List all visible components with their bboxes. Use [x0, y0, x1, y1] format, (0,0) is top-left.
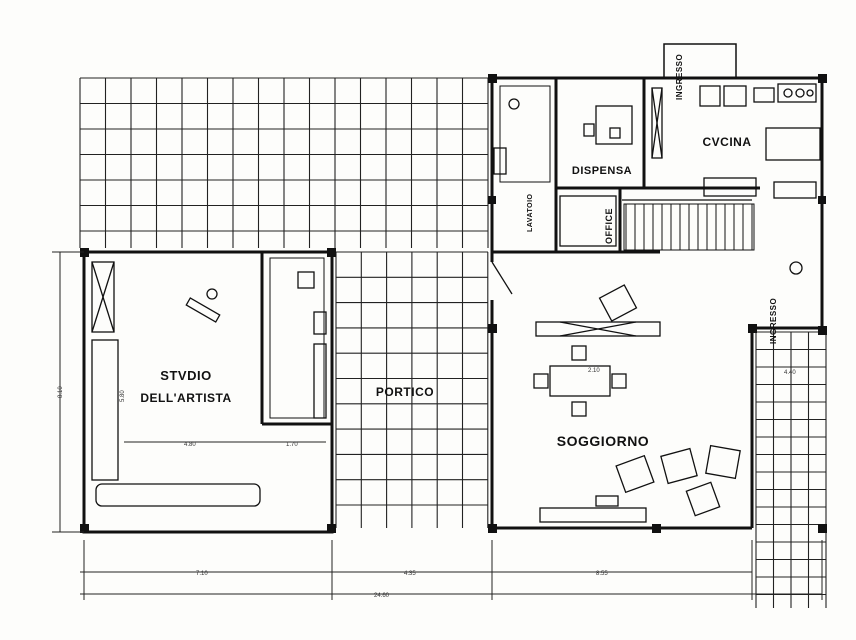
lavatoio-tiles: [499, 85, 551, 183]
kitchen-sink: [723, 85, 747, 107]
easel: [185, 297, 221, 323]
dim-label-left: 8.10: [58, 386, 64, 398]
pillar: [818, 196, 826, 204]
dim-label-studio-inner: 4.80: [184, 442, 196, 448]
pillar: [818, 524, 827, 533]
pillar: [80, 524, 89, 533]
kitchen-table: [765, 127, 821, 161]
pillar: [488, 524, 497, 533]
dim-label-studio: 7.10: [196, 571, 208, 577]
daybed: [95, 483, 261, 507]
pillars: [80, 74, 827, 533]
dim-label-studio-height: 5.80: [120, 390, 126, 402]
kitchen-unit: [703, 177, 757, 197]
stove: [777, 83, 817, 103]
room-label-studio-2: DELL'ARTISTA: [140, 391, 231, 405]
armchair: [705, 444, 741, 480]
office-counter: [559, 195, 617, 247]
pillar: [80, 248, 89, 257]
paving-grids: [79, 77, 827, 608]
portico-paving: [335, 251, 489, 528]
dim-label-total: 24.60: [374, 593, 390, 599]
dim-label-table: 2.10: [588, 368, 600, 374]
stair-outline: [623, 203, 755, 251]
pillar: [488, 324, 497, 333]
chair: [533, 373, 549, 389]
drain: [508, 98, 520, 110]
sideboard: [535, 321, 661, 337]
service-furniture: [493, 83, 821, 275]
wall-cabinet: [91, 339, 119, 481]
counter: [753, 87, 775, 103]
pillar: [488, 74, 497, 83]
toilet: [313, 311, 327, 335]
sink: [493, 147, 507, 175]
pillar: [327, 248, 336, 257]
room-label-soggiorno: SOGGIORNO: [557, 433, 649, 449]
studio-wall: [82, 250, 334, 534]
staircase: [623, 203, 755, 251]
north-terrace-paving: [79, 77, 489, 248]
chair: [611, 373, 627, 389]
studio-furniture: [91, 257, 327, 507]
dining-table: [549, 365, 611, 397]
shower: [313, 343, 327, 419]
armchair: [598, 284, 638, 322]
pillar: [818, 74, 827, 83]
room-label-lavatoio: LAVATOIO: [527, 193, 534, 232]
room-label-cucina: CVCINA: [702, 135, 751, 149]
walls: [82, 43, 824, 534]
dimension-lines: [52, 251, 823, 600]
dim-label-portico: 4.35: [404, 571, 416, 577]
pillar: [488, 196, 496, 204]
room-label-office: OFFICE: [604, 208, 614, 244]
sofa: [539, 507, 647, 523]
room-label-ingresso-right: INGRESSO: [769, 298, 778, 344]
kitchen-sink-2: [773, 181, 817, 199]
stool: [206, 288, 218, 300]
ingresso-annex: [663, 43, 737, 79]
fridge: [699, 85, 721, 107]
storage-unit: [91, 261, 115, 333]
entrance-door: [491, 261, 513, 295]
pillar: [652, 524, 661, 533]
dim-label-studio-side: 1.70: [286, 442, 298, 448]
coat-stand: [789, 261, 803, 275]
room-label-dispensa: DISPENSA: [572, 165, 632, 177]
wc-area: [269, 257, 325, 419]
east-terrace-paving: [755, 331, 827, 608]
dispensa-shelf: [651, 87, 663, 159]
low-table: [685, 481, 721, 517]
chair: [571, 345, 587, 361]
armchair: [615, 454, 655, 494]
armchair: [660, 447, 698, 485]
pillar: [818, 326, 827, 335]
pillar: [327, 524, 336, 533]
pillar: [748, 324, 757, 333]
chair: [571, 401, 587, 417]
room-label-portico: PORTICO: [376, 385, 434, 399]
dim-label-soggiorno: 8.55: [596, 571, 608, 577]
room-label-studio: STVDIO: [160, 368, 211, 383]
living-furniture: [491, 261, 741, 523]
dim-label-terrace: 4.40: [784, 370, 796, 376]
room-label-ingresso-top: INGRESSO: [675, 54, 684, 100]
dispensa-table: [595, 105, 633, 145]
washbasin: [297, 271, 315, 289]
